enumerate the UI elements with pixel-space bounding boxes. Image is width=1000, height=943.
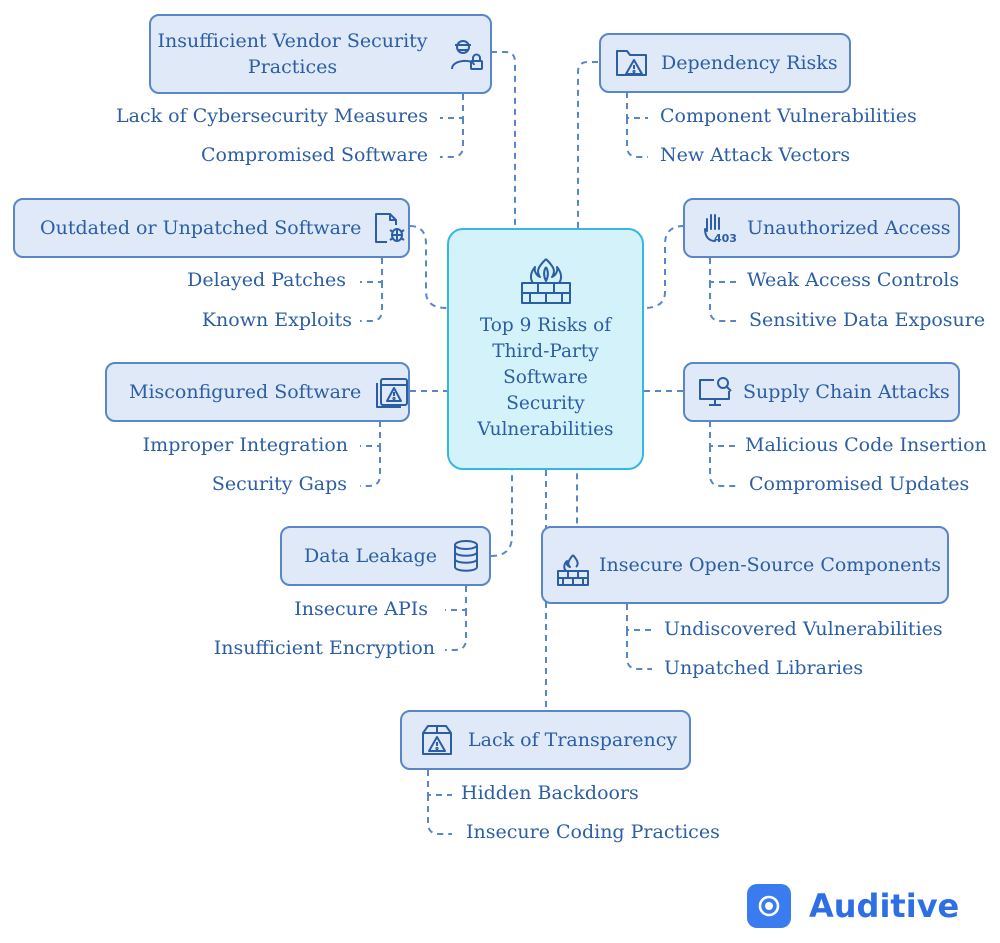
center-title-line: Third-Party [492, 341, 599, 362]
sub-item: Weak Access Controls [747, 269, 960, 291]
center-title-line: Vulnerabilities [477, 419, 614, 440]
branch-dependency [626, 92, 648, 158]
risk-dependency: Dependency Risks [599, 33, 851, 93]
risk-outdated-software: Outdated or Unpatched Software [13, 198, 410, 258]
svg-text:403: 403 [714, 232, 737, 245]
folder-warning-icon [616, 50, 647, 76]
branch-transparency [427, 770, 452, 835]
risk-title: Outdated or Unpatched Software [40, 217, 362, 239]
risk-open-source: Insecure Open-Source Components [541, 526, 949, 604]
sub-item: Insecure Coding Practices [466, 821, 720, 843]
sub-item: Known Exploits [201, 309, 352, 331]
connector-vendor [491, 51, 516, 228]
branch-outdated [360, 258, 383, 322]
box-warning-icon [422, 725, 452, 755]
risk-title-line: Insufficient Vendor Security [157, 30, 428, 52]
hand-403-icon: 403 [704, 214, 737, 245]
connector-outdated [409, 225, 448, 309]
database-icon [454, 540, 478, 572]
sub-item: New Attack Vectors [660, 144, 851, 166]
risk-title: Dependency Risks [661, 52, 838, 74]
branch-opensource [626, 604, 652, 670]
risk-title: Data Leakage [304, 545, 437, 567]
sub-item: Hidden Backdoors [461, 782, 639, 804]
risk-vendor-security: Insufficient Vendor Security Practices [149, 14, 492, 94]
sub-item: Sensitive Data Exposure [749, 309, 986, 331]
sub-item: Insufficient Encryption [213, 637, 435, 659]
risk-title: Lack of Transparency [468, 729, 678, 751]
branch-unauthorized [709, 258, 736, 322]
risk-title: Unauthorized Access [747, 217, 951, 239]
risk-title: Misconfigured Software [129, 381, 362, 403]
center-title-line: Software [503, 367, 588, 388]
brand-logo: Auditive [747, 884, 959, 928]
sub-item: Undiscovered Vulnerabilities [664, 618, 943, 640]
vendor-user-lock-icon [450, 40, 483, 70]
auditive-logo-icon [747, 884, 791, 928]
branch-misconfigured [360, 421, 381, 487]
center-title: Top 9 Risks of Third-Party Software Secu… [477, 313, 613, 443]
risk-title-line: Practices [247, 56, 338, 78]
risk-misconfigured-software: Misconfigured Software [105, 362, 410, 422]
center-title-line: Top 9 Risks of [479, 315, 612, 336]
sub-item: Insecure APIs [294, 598, 428, 620]
firewall-icon [557, 554, 589, 586]
brand-name: Auditive [809, 887, 960, 925]
center-title-line: Security [506, 393, 585, 414]
file-bug-icon [375, 213, 405, 243]
firewall-icon [520, 258, 571, 304]
risk-data-leakage: Data Leakage [280, 526, 491, 586]
sub-item: Malicious Code Insertion [745, 434, 987, 456]
risk-transparency: Lack of Transparency [400, 710, 691, 770]
branch-vendor [440, 94, 464, 158]
connector-dataleak [490, 470, 513, 557]
window-warning-icon [376, 378, 409, 408]
center-topic: Top 9 Risks of Third-Party Software Secu… [447, 228, 644, 470]
monitor-search-icon [699, 377, 732, 406]
sub-item: Improper Integration [142, 434, 348, 456]
connector-unauthorized [643, 225, 685, 309]
connector-dependency [577, 61, 598, 228]
risk-title: Supply Chain Attacks [743, 381, 950, 403]
branch-supply [709, 421, 736, 487]
sub-item: Lack of Cybersecurity Measures [116, 105, 428, 127]
risk-title: Insecure Open-Source Components [599, 554, 942, 576]
sub-item: Component Vulnerabilities [660, 105, 917, 127]
branch-dataleak [445, 586, 467, 651]
sub-item: Unpatched Libraries [664, 657, 864, 679]
risk-supply-chain: Supply Chain Attacks [683, 362, 960, 422]
sub-item: Security Gaps [211, 473, 347, 495]
sub-item: Delayed Patches [187, 269, 346, 291]
sub-item: Compromised Updates [749, 473, 970, 495]
sub-item: Compromised Software [200, 144, 428, 166]
risk-unauthorized-access: 403 Unauthorized Access [683, 198, 960, 258]
